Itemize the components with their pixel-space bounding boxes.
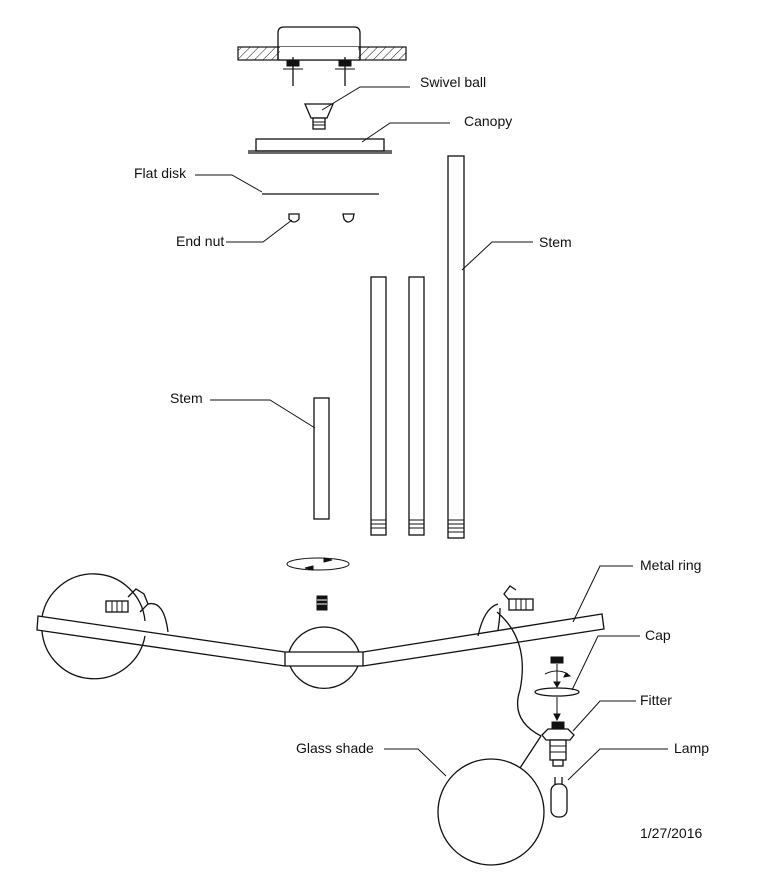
fitter xyxy=(541,721,575,767)
label-stem-left: Stem xyxy=(170,390,203,406)
left-globe xyxy=(41,573,169,680)
stem-medium-a xyxy=(370,276,387,536)
label-lamp: Lamp xyxy=(674,740,709,756)
ceiling-mount xyxy=(237,26,407,86)
label-cap: Cap xyxy=(645,627,671,643)
stem-medium-b xyxy=(408,276,425,536)
rotation-arrow-icon xyxy=(286,557,350,571)
right-socket xyxy=(477,585,542,737)
glass-shade xyxy=(437,758,545,866)
label-stem-right: Stem xyxy=(539,234,572,250)
cap xyxy=(534,656,580,722)
lamp xyxy=(550,777,568,818)
label-fitter: Fitter xyxy=(640,692,672,708)
label-metal-ring: Metal ring xyxy=(640,557,701,573)
leader-lines xyxy=(195,86,668,781)
date-stamp: 1/27/2016 xyxy=(640,825,702,841)
label-glass-shade: Glass shade xyxy=(296,740,374,756)
swivel-ball xyxy=(304,103,334,130)
label-swivel-ball: Swivel ball xyxy=(420,74,486,90)
canopy xyxy=(248,138,392,154)
center-globe xyxy=(288,595,360,690)
label-end-nut: End nut xyxy=(176,233,224,249)
stem-long xyxy=(447,155,465,539)
metal-ring xyxy=(36,613,605,667)
stem-short xyxy=(313,397,330,520)
label-flat-disk: Flat disk xyxy=(134,165,187,181)
label-canopy: Canopy xyxy=(464,113,512,129)
end-nuts xyxy=(288,213,355,223)
